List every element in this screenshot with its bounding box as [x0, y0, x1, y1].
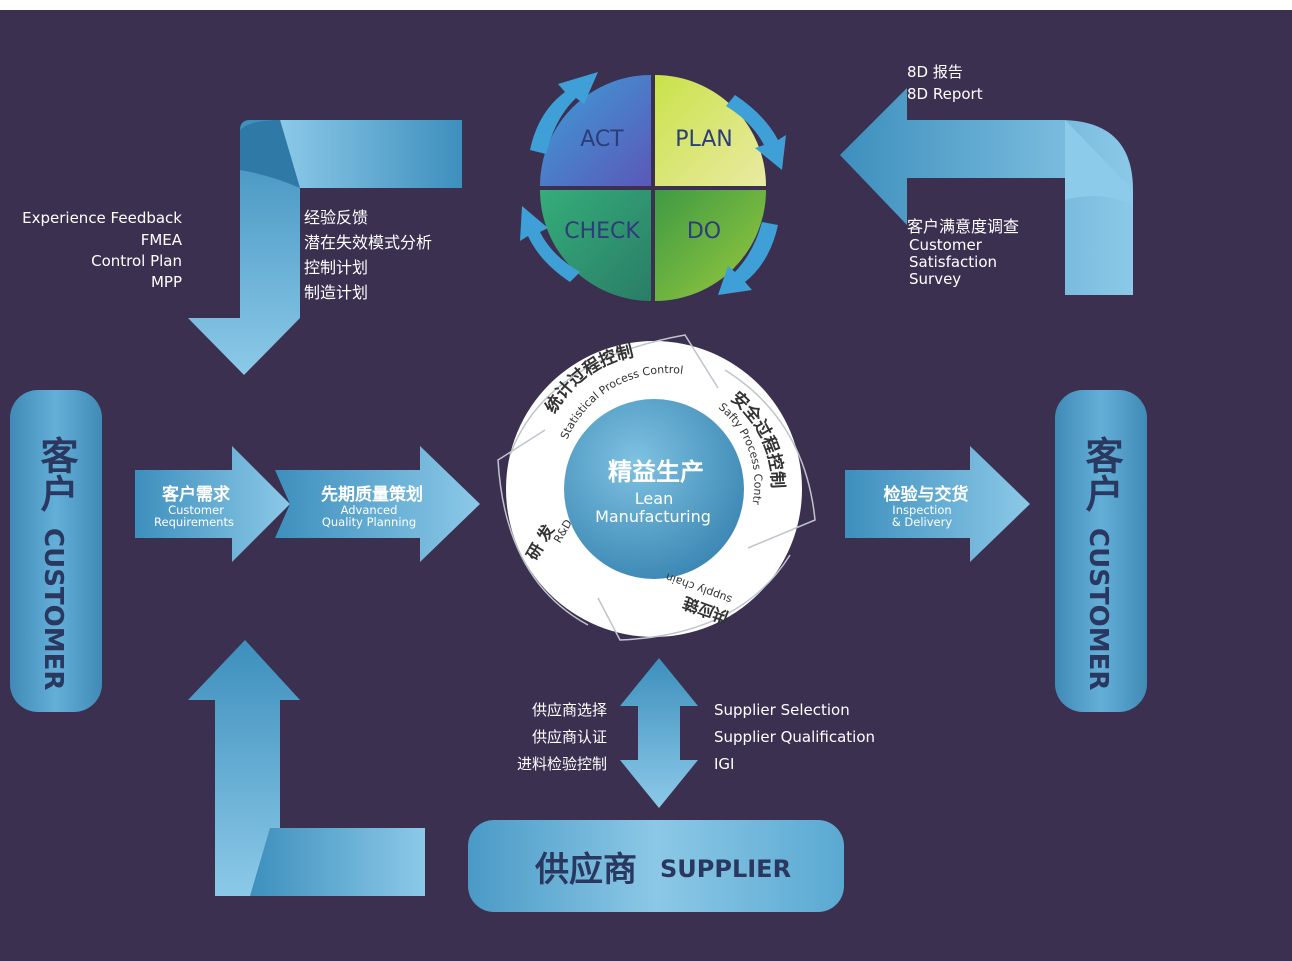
feedback-cn-3: 控制计划 [304, 258, 368, 277]
pdca-quadrant-plan [655, 75, 766, 186]
customer-right-pill [1055, 390, 1147, 712]
supplier-double-arrow [620, 658, 698, 808]
ring-arrow-top [509, 334, 719, 456]
pdca-quadrant-act [540, 75, 651, 186]
supplier-cn-3: 进料检验控制 [517, 755, 607, 773]
customer-left-pill [10, 390, 102, 712]
satisfaction-label: 客户满意度调查 Customer Satisfaction Survey [907, 217, 1019, 288]
customer-right-cn: 客户 [1079, 435, 1123, 513]
pdca-quadrant-do [655, 190, 766, 301]
feedback-cn-2: 潜在失效模式分析 [304, 233, 432, 252]
satisfaction-en-3: Survey [909, 270, 961, 288]
aqp-en1: Advanced [341, 503, 398, 517]
requirements-en2: Requirements [154, 515, 234, 529]
customer-right: 客户 CUSTOMER [1055, 390, 1147, 712]
supplier-en-1: Supplier Selection [714, 701, 850, 719]
pdca-act-label: ACT [580, 127, 624, 152]
report-arrow-fold [1065, 120, 1133, 205]
requirements-en1: Customer [168, 503, 224, 517]
inspection-cn: 检验与交货 [884, 484, 969, 505]
customer-right-en: CUSTOMER [1083, 528, 1113, 690]
requirements-arrow: 客户需求 Customer Requirements [135, 446, 290, 562]
cycle-arrow-bottom-right [718, 222, 778, 295]
supplier-en-3: IGI [714, 755, 734, 773]
pdca-quadrant-check [540, 190, 651, 301]
feedback-cn-4: 制造计划 [304, 283, 368, 302]
supplier-cn-list: 供应商选择 供应商认证 进料检验控制 [517, 701, 607, 773]
customer-left: 客户 CUSTOMER [10, 390, 102, 712]
pdca-check-label: CHECK [564, 219, 640, 244]
supplier-return-arrow [188, 640, 425, 896]
report-arrow [840, 88, 1133, 295]
report-line1: 8D 报告 [907, 63, 963, 81]
supplier-box-en: SUPPLIER [660, 855, 791, 883]
supplier-cn-1: 供应商选择 [532, 701, 607, 719]
ring-arrow-bottom [597, 554, 791, 641]
supplier-cn-2: 供应商认证 [532, 728, 607, 746]
feedback-cn-list: 经验反馈 潜在失效模式分析 控制计划 制造计划 [304, 208, 432, 302]
report-arrow-body [840, 88, 1133, 295]
ring-arrow-left [497, 429, 589, 626]
pdca-cycle: ACT PLAN CHECK DO [520, 72, 786, 301]
supplier-en-2: Supplier Qualification [714, 728, 875, 746]
pdca-cycle-arrows [520, 72, 786, 295]
aqp-cn: 先期质量策划 [321, 484, 423, 505]
lean-ring-arrow-outlines [497, 334, 816, 641]
pdca-plan-label: PLAN [675, 127, 733, 152]
aqp-en2: Quality Planning [322, 515, 416, 529]
supplier-en-list: Supplier Selection Supplier Qualificatio… [714, 701, 875, 773]
inspection-arrow-shape [845, 446, 1030, 562]
lean-center-cn: 精益生产 [608, 458, 704, 486]
report-label: 8D 报告 8D Report [907, 63, 983, 103]
feedback-en-3: Control Plan [91, 252, 182, 270]
satisfaction-en-2: Satisfaction [909, 253, 997, 271]
lean-core [564, 399, 744, 579]
customer-left-en: CUSTOMER [38, 528, 68, 690]
cycle-arrow-bottom-left [520, 206, 580, 282]
lean-center-en2: Manufacturing [595, 507, 711, 526]
feedback-en-1: Experience Feedback [22, 209, 182, 227]
feedback-en-2: FMEA [141, 231, 183, 249]
feedback-en-list: Experience Feedback FMEA Control Plan MP… [22, 209, 183, 291]
supplier-pill [468, 820, 844, 912]
satisfaction-en-1: Customer [909, 236, 983, 254]
supplier-return-arrow-bottom-band [250, 828, 425, 896]
report-line2: 8D Report [907, 85, 983, 103]
requirements-arrow-shape [135, 446, 290, 562]
satisfaction-cn: 客户满意度调查 [907, 217, 1019, 236]
pdca-do-label: DO [687, 219, 721, 244]
feedback-arrow-fold [240, 120, 300, 188]
cycle-arrow-top-right [726, 95, 786, 170]
inspection-en1: Inspection [892, 503, 951, 517]
diagram-background: ACT PLAN CHECK DO 客户 CUSTOMER 客户 CUSTOME… [0, 10, 1292, 961]
lean-center-en1: Lean [635, 489, 673, 508]
quality-management-diagram: ACT PLAN CHECK DO 客户 CUSTOMER 客户 CUSTOME… [0, 10, 1147, 912]
inspection-arrow: 检验与交货 Inspection & Delivery [845, 446, 1030, 562]
aqp-arrow: 先期质量策划 Advanced Quality Planning [275, 446, 480, 562]
cycle-arrow-top-left [530, 72, 598, 154]
feedback-en-4: MPP [151, 273, 182, 291]
requirements-cn: 客户需求 [161, 484, 230, 505]
supplier-box-cn: 供应商 [534, 850, 637, 890]
ring-arrow-right [724, 369, 816, 549]
feedback-cn-1: 经验反馈 [304, 208, 368, 227]
inspection-en2: & Delivery [892, 515, 953, 529]
customer-left-cn: 客户 [34, 435, 78, 513]
feedback-arrow-top-band [280, 120, 462, 188]
supplier-box: 供应商 SUPPLIER [468, 820, 844, 912]
aqp-arrow-shape [275, 446, 480, 562]
feedback-arrow [188, 120, 462, 375]
